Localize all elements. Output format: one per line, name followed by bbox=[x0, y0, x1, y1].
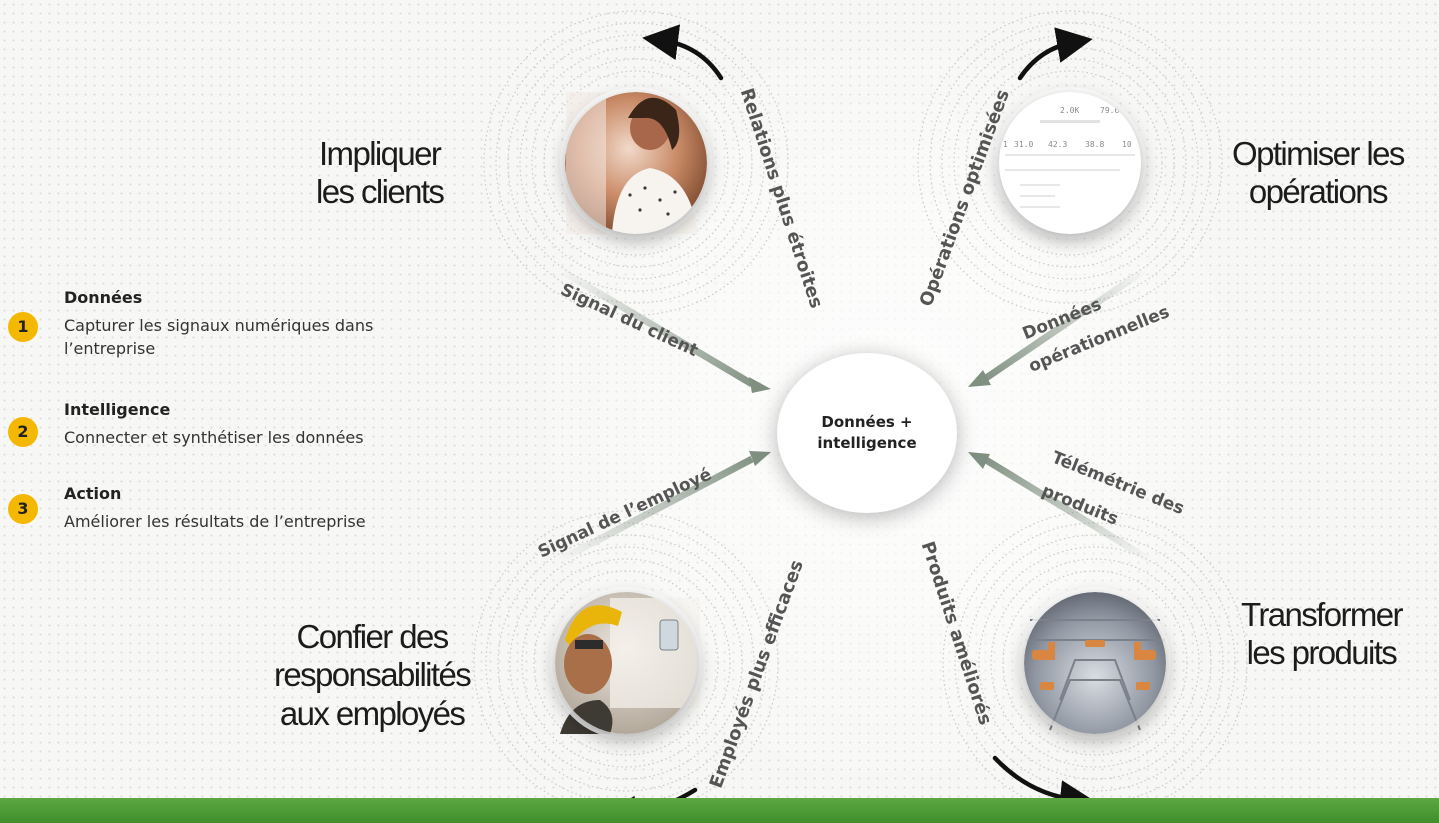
center-circle: Données + intelligence bbox=[777, 353, 957, 513]
step-number-badge: 1 bbox=[8, 312, 38, 342]
quadrant-title-clients: Impliquer les clients bbox=[316, 135, 445, 211]
steps-legend: 1 Données Capturer les signaux numérique… bbox=[8, 288, 528, 568]
step-title: Données bbox=[64, 288, 143, 307]
step-description: Connecter et synthétiser les données bbox=[64, 428, 364, 447]
step-number-badge: 2 bbox=[8, 417, 38, 447]
dash-row3: 38.8 bbox=[1085, 140, 1104, 149]
outcome-operations-label: Opérations optimisées bbox=[916, 87, 1014, 310]
employee-photo bbox=[555, 592, 700, 734]
signal-client-label: Signal du client bbox=[557, 280, 701, 361]
step-item: 3 Action Améliorer les résultats de l’en… bbox=[8, 484, 528, 568]
outcome-products-label: Produits améliorés bbox=[917, 539, 996, 728]
dash-row2: 42.3 bbox=[1048, 140, 1067, 149]
signal-employee-label: Signal de l’employé bbox=[535, 464, 715, 562]
quadrant-title-employees: Confier des responsabilités aux employés bbox=[274, 618, 472, 732]
quadrant-title-operations: Optimiser les opérations bbox=[1232, 135, 1405, 211]
step-title: Action bbox=[64, 484, 122, 503]
bottom-accent-bar bbox=[0, 798, 1439, 823]
step-description: Améliorer les résultats de l’entreprise bbox=[64, 512, 366, 531]
signal-arrows bbox=[558, 266, 1152, 564]
center-line-2: intelligence bbox=[817, 434, 917, 452]
products-photo-frame bbox=[1024, 592, 1166, 734]
outcome-employees-label: Employés plus efficaces bbox=[706, 557, 808, 791]
dash-lead: 1 bbox=[1003, 140, 1008, 149]
products-photo bbox=[1024, 592, 1166, 734]
quadrant-title-products: Transformer les produits bbox=[1241, 596, 1403, 672]
center-line-1: Données + bbox=[821, 413, 913, 431]
step-description: Capturer les signaux numériques dans l’e… bbox=[64, 316, 374, 359]
employee-photo-frame bbox=[555, 592, 697, 734]
step-number-badge: 3 bbox=[8, 494, 38, 524]
step-item: 2 Intelligence Connecter et synthétiser … bbox=[8, 400, 528, 484]
operations-dashboard-photo: 2.0K 79.6 1 31.0 42.3 38.8 10 bbox=[999, 92, 1141, 234]
dash-row1: 31.0 bbox=[1014, 140, 1033, 149]
client-photo-frame bbox=[565, 92, 707, 234]
step-title: Intelligence bbox=[64, 400, 171, 419]
step-item: 1 Données Capturer les signaux numérique… bbox=[8, 288, 528, 400]
dash-top1: 2.0K bbox=[1060, 106, 1079, 115]
dash-top2: 79.6 bbox=[1100, 106, 1119, 115]
client-photo bbox=[565, 92, 707, 234]
dash-row4: 10 bbox=[1122, 140, 1132, 149]
operations-photo-frame bbox=[999, 92, 1141, 234]
